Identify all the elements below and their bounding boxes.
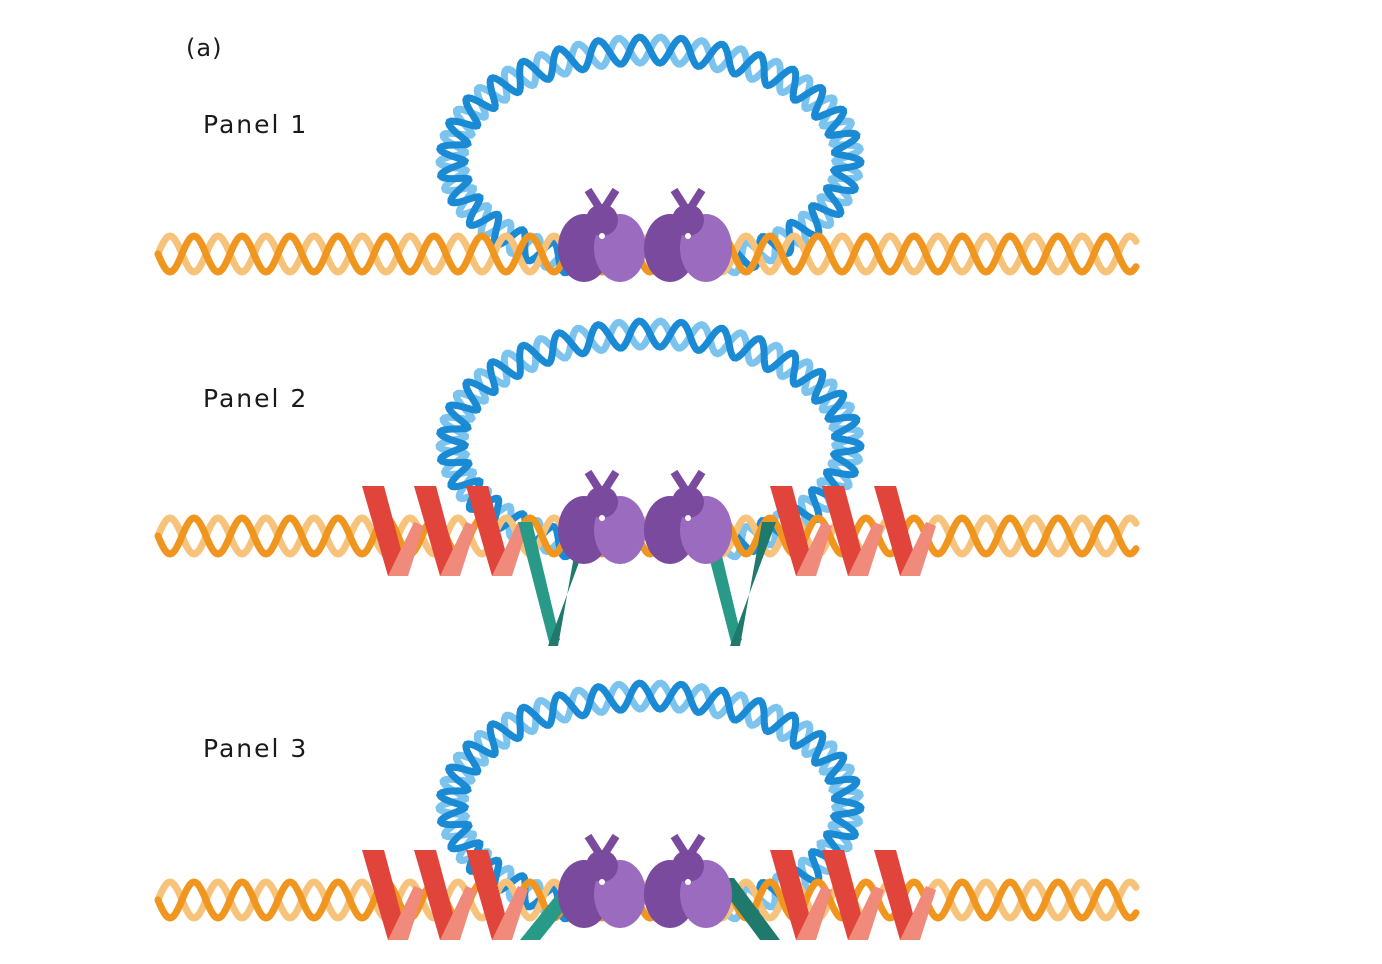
red-helix-right (770, 850, 936, 940)
red-helix-right (770, 486, 936, 576)
loop-dna (435, 317, 865, 561)
protein-left (558, 833, 646, 928)
panel-3-label: Panel 3 (203, 734, 309, 763)
protein-left (558, 187, 646, 282)
protein-left (558, 469, 646, 564)
red-helix-left (362, 850, 528, 940)
loop-dna (435, 679, 865, 923)
panel-1-label: Panel 1 (203, 110, 309, 139)
protein-right (644, 469, 732, 564)
panel-3 (154, 679, 1140, 940)
panel-2 (154, 317, 1140, 646)
loop-dna (435, 33, 865, 277)
panel-1 (154, 33, 1140, 282)
figure-label: (a) (186, 34, 223, 62)
panel-2-label: Panel 2 (203, 384, 309, 413)
protein-right (644, 833, 732, 928)
protein-right (644, 187, 732, 282)
red-helix-left (362, 486, 528, 576)
